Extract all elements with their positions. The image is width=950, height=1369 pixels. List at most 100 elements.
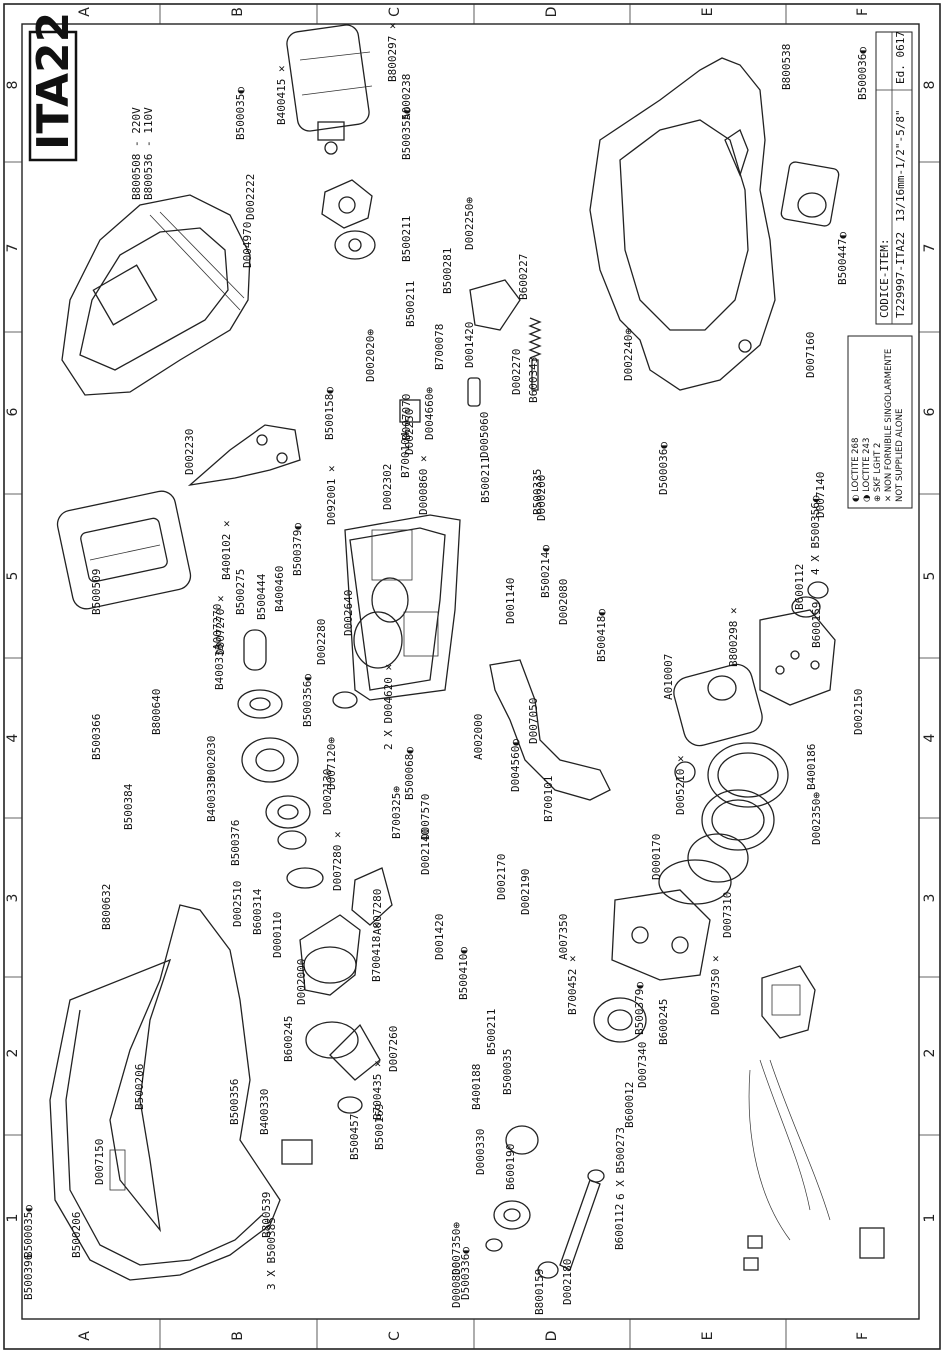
part-number-label: B500355◐ [400, 107, 413, 160]
part-number-label: B500356 [228, 1079, 241, 1125]
part-number-label: B700418 ✕ [370, 922, 383, 982]
part-number-label: B500214◐ [539, 545, 552, 598]
part-number-label: B500444 [255, 573, 268, 620]
part-number-label: B800538 [780, 44, 793, 90]
part-number-label: B500035 [501, 1049, 514, 1095]
spring-and-screws [399, 279, 542, 423]
legend-box: ◐ LOCTITE 268◑ LOCTITE 243⊕ SKF LGHT 2✕ … [847, 335, 913, 509]
part-number-label: D002510 [231, 881, 244, 927]
part-number-label: B500035◐ [234, 87, 247, 140]
row-number: 6 [922, 407, 938, 416]
row-number: 1 [5, 1214, 21, 1223]
part-number-label: D007350⊕ [450, 1222, 463, 1275]
part-number-label: B700104 [399, 431, 412, 478]
end-plate-shape [759, 581, 836, 706]
part-number-label: B600112 [613, 1204, 626, 1250]
part-number-label: B500384 [122, 783, 135, 830]
part-number-label: B500418◐ [595, 609, 608, 662]
right-handle-housing-shape [589, 57, 776, 391]
part-number-label: A000238 [400, 74, 413, 120]
part-number-label: D002240⊕ [622, 328, 635, 381]
part-number-label: D002130 [321, 769, 334, 815]
part-number-label: B600112 [793, 564, 806, 610]
part-number-label: B500457 [348, 1114, 361, 1160]
part-number-label: B400102 ✕ [220, 520, 233, 580]
legend-entry: ◐ LOCTITE 268 [851, 438, 861, 502]
part-number-label: B500396 [22, 1254, 35, 1300]
part-number-label: B500410◐ [457, 947, 470, 1000]
code-value: T229997-ITA22 [894, 232, 907, 318]
part-number-label: D001420 [463, 322, 476, 368]
part-number-label: D002190 [519, 869, 532, 915]
part-number-label: D007260 [387, 1026, 400, 1072]
drawing-title: ITA22 [28, 12, 79, 150]
title-box: ITA22 [28, 12, 79, 162]
clutch-and-gears [281, 867, 393, 1165]
part-number-label: 6 X B500273 [614, 1127, 627, 1200]
part-number-label: B700078 [433, 324, 446, 370]
part-number-label: D007050 [527, 698, 540, 744]
part-number-label: B600314 [251, 888, 264, 935]
column-letter: E [700, 1332, 716, 1341]
column-letter: F [855, 1332, 871, 1340]
part-number-label: 2 X D004620 ✕ [382, 664, 395, 750]
part-number-label: D002080 [557, 579, 570, 625]
part-number-label: D000800 [450, 1262, 463, 1308]
part-number-label: B400188 [470, 1064, 483, 1110]
part-number-label: D007140 [814, 472, 827, 518]
part-number-label: D004660⊕ [423, 387, 436, 440]
part-number-label: B400330 [258, 1089, 271, 1135]
column-letter: D [544, 7, 560, 18]
dc-motor-shape [286, 24, 373, 155]
part-number-label: B800159 [533, 1269, 546, 1315]
part-number-label: D000330 [474, 1129, 487, 1175]
part-number-label: B800508 - 220V [130, 107, 143, 200]
bearings-and-rings [237, 629, 358, 889]
legend-entry: ✕ NON FORNIBILE SINGOLARMENTE [884, 349, 894, 502]
switch-and-cable [743, 965, 885, 1271]
part-number-label: D007350 ✕ [709, 955, 722, 1015]
part-number-label: B500158◐ [323, 387, 336, 440]
part-number-label: D002250⊕ [463, 197, 476, 250]
legend-entry: ⊕ SKF LGHT 2 [873, 443, 883, 502]
row-number: 3 [922, 894, 938, 903]
part-number-label: B400186 [805, 744, 818, 790]
part-number-label: D002140 [419, 829, 432, 875]
part-number-label: D500036◐ [657, 442, 670, 495]
bottom-gears-shaft [485, 1125, 605, 1279]
part-number-label: D007340 [636, 1042, 649, 1088]
part-number-label: D007120⊕ [325, 737, 338, 790]
code-label: CODICE-ITEM: [878, 239, 891, 318]
row-number: 8 [922, 81, 938, 90]
row-number: 7 [5, 244, 21, 253]
column-letter: A [77, 1331, 93, 1341]
part-number-label: B800297 ✕ [386, 22, 399, 82]
row-number: 8 [5, 81, 21, 90]
part-number-label: B600012 [623, 1082, 636, 1128]
part-number-label: D007310 [721, 892, 734, 938]
part-number-label: D002280 [315, 619, 328, 665]
part-number-label: B700101 [542, 776, 555, 822]
part-number-label: D007570 [419, 794, 432, 840]
part-number-label: B500206 [70, 1212, 83, 1258]
part-number-label: D500336◐ [459, 1247, 472, 1300]
part-number-label: B600343 [527, 357, 540, 403]
gearbox-housing-shape [344, 514, 461, 701]
part-number-label: B500206 [133, 1064, 146, 1110]
part-number-label: B800536 - 110V [142, 107, 155, 200]
part-number-label: D002640 [342, 590, 355, 636]
part-number-label: B600159 [810, 602, 823, 648]
part-number-label: D005060 [478, 412, 491, 458]
part-number-label: 4 X B500356◐ [809, 495, 822, 575]
trigger-lever-shape [489, 659, 611, 801]
part-number-label: A010007 [662, 654, 675, 700]
column-letter: A [77, 7, 93, 17]
part-number-label: D001140 [504, 578, 517, 624]
mounting-plate-shape [321, 179, 376, 260]
part-number-label: D002270 [510, 349, 523, 395]
cover-plate-shape [780, 161, 840, 227]
part-number-label: D000110 [271, 912, 284, 958]
part-number-label: B500335 [531, 469, 544, 515]
